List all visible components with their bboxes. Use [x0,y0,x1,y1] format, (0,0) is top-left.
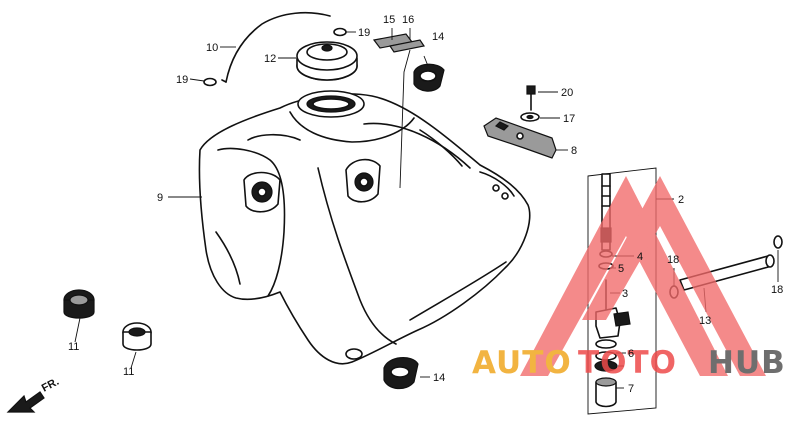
callout-19-lower: 19 [176,74,188,86]
callout-13: 13 [699,315,711,327]
callout-17: 17 [563,113,575,125]
callout-14-lower: 14 [433,372,445,384]
callout-10: 10 [206,42,218,54]
callout-8: 8 [571,145,577,157]
callout-11-right: 11 [123,366,134,378]
callout-2: 2 [678,194,684,206]
callout-4: 4 [637,251,643,263]
tube-clip-upper [333,27,347,37]
callout-11-left: 11 [68,341,79,353]
callout-14-upper: 14 [432,31,444,43]
bracket-washer [520,112,540,122]
front-direction-arrow [6,391,45,413]
tank-cushion-upper [413,63,445,92]
tube-clip-lower [203,77,217,87]
tank-cushion-lower [383,357,419,390]
watermark-triangle-right [582,176,766,376]
callout-18-right: 18 [771,284,783,296]
callout-5: 5 [618,263,624,275]
callout-9: 9 [157,192,163,204]
tank-mount-rubber-right [122,322,152,351]
tank-mount-rubber-left [63,289,95,319]
pipe-clip-right [773,235,783,249]
fuel-tank [198,90,531,365]
callout-16: 16 [402,14,414,26]
watermark-word-hub: HUB [708,345,786,381]
callout-labels: 9 10 12 19 19 15 16 14 14 11 11 20 17 8 … [68,14,783,395]
callout-20: 20 [561,87,573,99]
callout-19-upper: 19 [358,27,370,39]
watermark-word-toto: TOTO [578,345,677,381]
callout-15: 15 [383,14,395,26]
callout-12: 12 [264,53,276,65]
front-marker-label: FR. [40,376,61,395]
bracket-bolt [526,85,536,111]
warning-labels [372,33,425,53]
watermark-logo [520,176,766,376]
tank-bracket [483,117,557,159]
watermark-word-auto: AUTO [472,345,572,381]
watermark-triangle-left [520,176,728,376]
breather-tube [221,11,331,83]
callout-7: 7 [628,383,634,395]
callout-3: 3 [622,288,628,300]
callout-18-left: 18 [667,254,679,266]
callout-6: 6 [628,348,634,360]
fuel-tank-cap [296,41,358,81]
